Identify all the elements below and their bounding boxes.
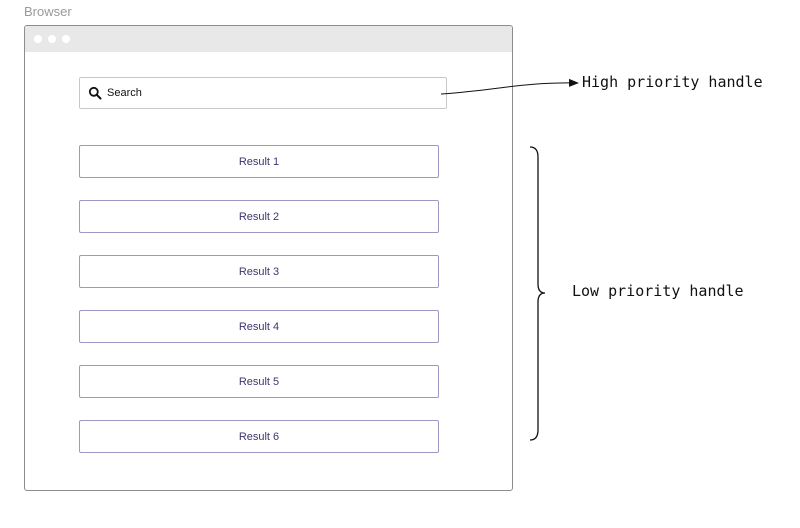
low-priority-brace	[529, 146, 546, 441]
browser-window: Search Result 1 Result 2 Result 3 Result…	[24, 25, 513, 491]
high-priority-label: High priority handle	[582, 73, 763, 91]
result-item-1[interactable]: Result 1	[79, 145, 439, 178]
search-icon	[88, 86, 102, 100]
result-item-5[interactable]: Result 5	[79, 365, 439, 398]
search-input[interactable]: Search	[79, 77, 447, 109]
result-item-6[interactable]: Result 6	[79, 420, 439, 453]
results-list: Result 1 Result 2 Result 3 Result 4 Resu…	[79, 145, 439, 475]
window-dot-close[interactable]	[34, 35, 42, 43]
window-dot-maximize[interactable]	[62, 35, 70, 43]
browser-caption: Browser	[24, 4, 72, 19]
browser-titlebar	[25, 26, 512, 52]
search-label: Search	[107, 87, 142, 99]
result-item-4[interactable]: Result 4	[79, 310, 439, 343]
result-item-3[interactable]: Result 3	[79, 255, 439, 288]
window-dot-minimize[interactable]	[48, 35, 56, 43]
low-priority-label: Low priority handle	[572, 282, 744, 300]
result-item-2[interactable]: Result 2	[79, 200, 439, 233]
